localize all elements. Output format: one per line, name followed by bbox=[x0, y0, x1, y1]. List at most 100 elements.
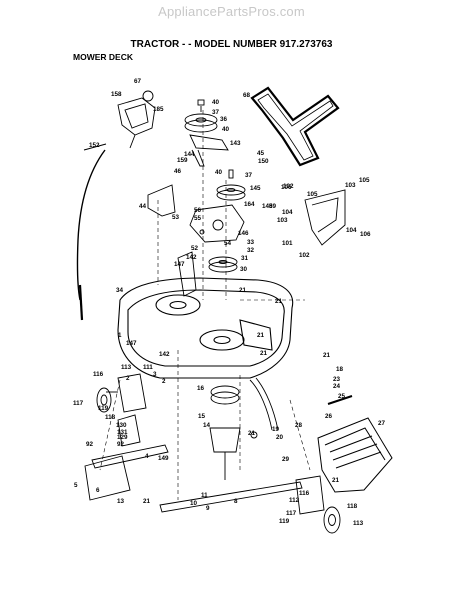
part-label: 21 bbox=[257, 332, 265, 339]
part-label: 32 bbox=[247, 247, 255, 254]
lift-bracket bbox=[117, 97, 156, 149]
part-label: 145 bbox=[250, 185, 261, 192]
part-label: 21 bbox=[332, 477, 340, 484]
part-label: 46 bbox=[174, 168, 182, 175]
baffle bbox=[84, 455, 131, 501]
part-label: 118 bbox=[347, 503, 358, 510]
spindle-pulley bbox=[208, 256, 238, 273]
part-label: 103 bbox=[277, 217, 288, 224]
part-label: 15 bbox=[198, 413, 206, 420]
part-label: 29 bbox=[282, 456, 290, 463]
part-label: 148 bbox=[262, 203, 273, 210]
wheel-bracket-left bbox=[106, 373, 147, 413]
part-label: 113 bbox=[121, 364, 132, 371]
part-label: 106 bbox=[281, 184, 292, 191]
knob-ball bbox=[142, 90, 154, 102]
wheel-bracket-right bbox=[295, 475, 325, 515]
part-label: 18 bbox=[336, 366, 344, 373]
part-label: 26 bbox=[325, 413, 333, 420]
belt-guard-right bbox=[304, 189, 346, 246]
part-label: 118 bbox=[105, 414, 116, 421]
part-label: 130 bbox=[116, 422, 127, 429]
part-label: 34 bbox=[116, 287, 124, 294]
part-label: 111 bbox=[143, 364, 153, 371]
part-label: 14 bbox=[203, 422, 211, 429]
diagram-subtitle: MOWER DECK bbox=[73, 52, 133, 62]
part-label: 36 bbox=[220, 116, 228, 123]
part-label: 185 bbox=[153, 106, 164, 113]
part-label: 54 bbox=[224, 240, 232, 247]
part-label: 40 bbox=[215, 169, 223, 176]
part-label: 164 bbox=[244, 201, 255, 208]
part-label: 45 bbox=[257, 150, 265, 157]
part-label: 2 bbox=[162, 378, 166, 385]
part-label: 152 bbox=[89, 142, 100, 149]
part-label: 56 bbox=[194, 207, 202, 214]
idler-pulley-upper bbox=[184, 99, 218, 133]
part-label: 143 bbox=[230, 140, 241, 147]
part-label: 21 bbox=[260, 350, 268, 357]
part-label: 44 bbox=[139, 203, 147, 210]
idler-bracket bbox=[189, 204, 245, 243]
part-label: 40 bbox=[212, 99, 220, 106]
part-label: 16 bbox=[197, 385, 205, 392]
watermark: AppliancePartsPros.com bbox=[158, 4, 305, 19]
idler-arm bbox=[189, 134, 229, 167]
guide-lines bbox=[99, 110, 311, 500]
part-label: 117 bbox=[73, 400, 84, 407]
part-label: 159 bbox=[177, 157, 188, 164]
part-label: 92 bbox=[117, 441, 125, 448]
mower-deck-housing bbox=[117, 277, 294, 379]
idler-pulley-center bbox=[216, 169, 246, 201]
part-label: 2 bbox=[126, 375, 130, 382]
part-label: 5 bbox=[74, 482, 78, 489]
part-label: 2 bbox=[0, 0, 4, 2]
part-label: 37 bbox=[245, 172, 253, 179]
belt-guard bbox=[147, 184, 176, 217]
part-label: 119 bbox=[98, 405, 109, 412]
part-label: 144 bbox=[184, 151, 195, 158]
part-label: 103 bbox=[345, 182, 356, 189]
spring bbox=[327, 395, 353, 405]
part-label: 19 bbox=[272, 426, 280, 433]
part-label: 20 bbox=[276, 434, 284, 441]
part-label: 129 bbox=[117, 434, 128, 441]
part-label: 119 bbox=[279, 518, 290, 525]
part-label: 21 bbox=[323, 352, 331, 359]
part-label: 150 bbox=[258, 158, 269, 165]
part-label: 24 bbox=[333, 383, 341, 390]
part-label: 21 bbox=[239, 287, 247, 294]
part-label: 23 bbox=[333, 376, 341, 383]
part-label: 146 bbox=[238, 230, 249, 237]
discharge-chute bbox=[317, 417, 393, 493]
deck-cable bbox=[76, 143, 107, 321]
part-label: 21 bbox=[248, 430, 256, 437]
part-label: 117 bbox=[286, 510, 297, 517]
part-label: 30 bbox=[240, 266, 248, 273]
part-label: 147 bbox=[174, 261, 185, 268]
part-label: 102 bbox=[283, 183, 294, 190]
part-label: 25 bbox=[338, 393, 346, 400]
part-label: 116 bbox=[93, 371, 104, 378]
part-label: 158 bbox=[111, 91, 122, 98]
gauge-wheel-left bbox=[96, 387, 112, 413]
part-label: 11 bbox=[201, 492, 208, 499]
part-label: 59 bbox=[269, 203, 277, 210]
part-label: 33 bbox=[247, 239, 255, 246]
part-label: 68 bbox=[243, 92, 251, 99]
part-label: 18 bbox=[0, 0, 8, 2]
lift-link-left bbox=[91, 414, 169, 469]
part-label: 55 bbox=[194, 215, 202, 222]
part-label: 101 bbox=[282, 240, 293, 247]
part-label: 13 bbox=[117, 498, 125, 505]
part-label: 131 bbox=[117, 429, 128, 436]
part-label: 31 bbox=[241, 255, 249, 262]
part-label: 21 bbox=[275, 298, 283, 305]
part-label: 67 bbox=[134, 78, 142, 85]
part-label: 142 bbox=[186, 254, 197, 261]
part-label: 149 bbox=[158, 455, 169, 462]
part-label: 6 bbox=[96, 487, 100, 494]
